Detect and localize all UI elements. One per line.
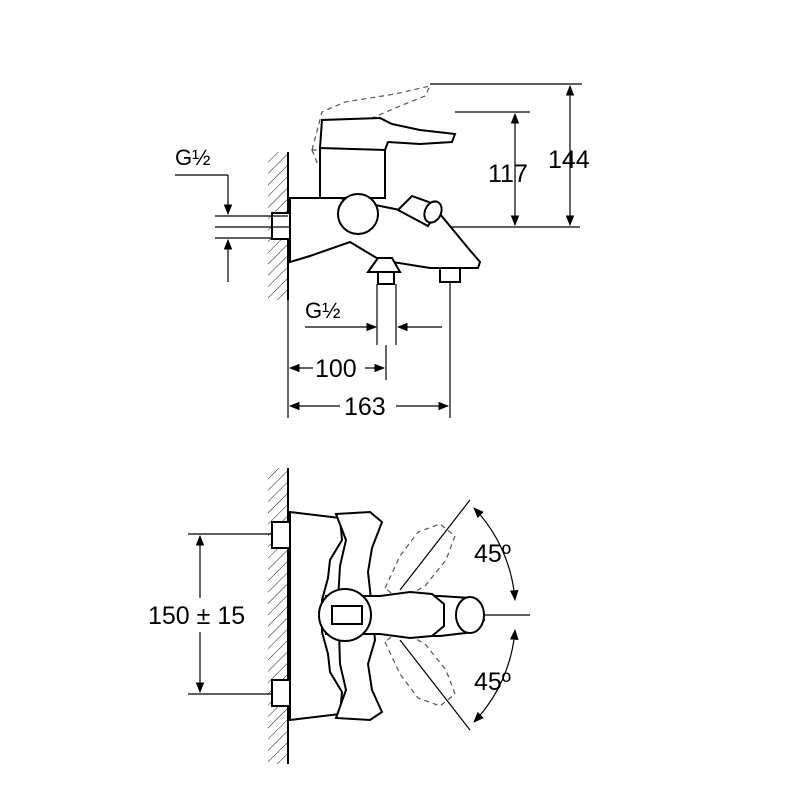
dim-117-label: 117 (488, 160, 528, 188)
dim-117: 117 (455, 111, 530, 227)
inlet-connector-side (271, 212, 291, 240)
thread-outlet-label: G½ (305, 298, 340, 323)
angle-upper-label: 45º (474, 540, 511, 568)
lever-ghost (311, 85, 432, 151)
thread-inlet: G½ (175, 145, 288, 282)
angle-lower: 45º (399, 628, 519, 731)
top-view: 45º 45º 150 ± 15 (148, 468, 530, 764)
thread-outlet: G½ (305, 284, 442, 345)
inlet-connector-top-lower (271, 679, 291, 707)
spout-ghost-lower (384, 629, 456, 707)
dim-150-label: 150 ± 15 (148, 602, 245, 630)
spout-ghost-upper (384, 523, 456, 601)
side-view: 117 144 G½ G½ (175, 83, 590, 421)
dim-144-label: 144 (548, 146, 590, 174)
wall-top (268, 468, 289, 764)
diverter-button-side (396, 194, 443, 228)
thread-inlet-label: G½ (175, 145, 210, 170)
dim-144: 144 (430, 83, 590, 227)
dim-163: 163 (288, 282, 451, 421)
dim-150: 150 ± 15 (148, 533, 272, 695)
lever-side (318, 116, 457, 152)
angle-lower-label: 45º (474, 668, 511, 696)
dim-100-label: 100 (315, 355, 357, 383)
dim-163-label: 163 (344, 393, 386, 421)
diverter-knob-side (337, 193, 379, 235)
mixer-body-side (319, 147, 386, 199)
dim-100: 100 (287, 262, 387, 418)
angle-upper: 45º (399, 499, 519, 602)
inlet-connector-top-upper (271, 521, 291, 549)
